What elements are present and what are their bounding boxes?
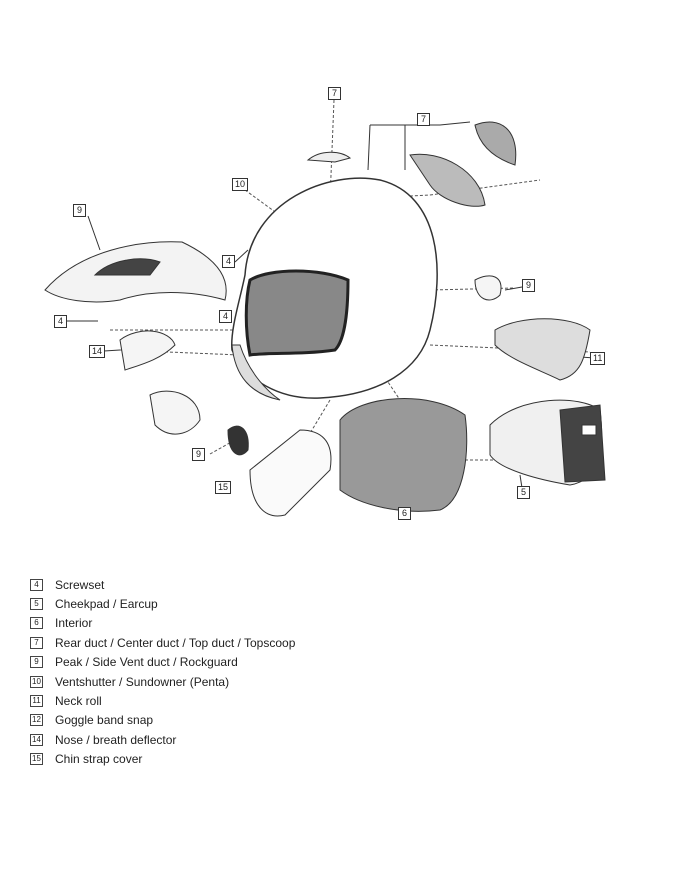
legend-label: Chin strap cover [55, 752, 143, 767]
chin-strap-cover [249, 429, 332, 517]
legend-label: Peak / Side Vent duct / Rockguard [55, 655, 238, 670]
callout-5: 5 [517, 486, 530, 499]
callout-4-center: 4 [219, 310, 232, 323]
rear-duct [409, 153, 486, 207]
legend-label: Goggle band snap [55, 713, 154, 728]
callout-6: 6 [398, 507, 411, 520]
callout-11: 11 [590, 352, 606, 365]
legend-number: 4 [30, 578, 43, 591]
callout-9-side-vent: 9 [522, 279, 535, 292]
callout-15: 15 [215, 481, 232, 494]
callout-4-upper: 4 [222, 255, 235, 268]
legend-item: 5 Cheekpad / Earcup [30, 594, 295, 613]
nose-deflector [119, 330, 176, 371]
legend-number: 10 [30, 675, 43, 688]
legend-label: Nose / breath deflector [55, 732, 177, 747]
legend-number: 14 [30, 733, 43, 746]
callout-9-rockguard: 9 [192, 448, 205, 461]
legend-label: Ventshutter / Sundowner (Penta) [55, 674, 230, 689]
legend-label: Cheekpad / Earcup [55, 597, 158, 612]
rockguard [149, 390, 201, 435]
legend-number: 6 [30, 617, 43, 630]
side-vent [474, 275, 502, 301]
legend-label: Neck roll [55, 694, 102, 709]
top-scoop [306, 151, 352, 163]
chin-bar [231, 344, 281, 401]
neck-roll-duct [474, 121, 517, 166]
legend-item: 10 Ventshutter / Sundowner (Penta) [30, 672, 295, 691]
callout-10: 10 [232, 178, 249, 191]
helmet-exploded-diagram [44, 99, 606, 517]
legend-label: Interior [55, 616, 93, 631]
earcup-slot [581, 424, 597, 436]
callout-14: 14 [89, 345, 106, 358]
legend-item: 14 Nose / breath deflector [30, 730, 295, 749]
legend-number: 11 [30, 695, 43, 708]
legend-number: 12 [30, 714, 43, 727]
callout-9-peak: 9 [73, 204, 86, 217]
legend-item: 7 Rear duct / Center duct / Top duct / To… [30, 633, 295, 652]
legend-label: Rear duct / Center duct / Top duct / Top… [55, 635, 296, 650]
interior [339, 398, 468, 512]
callout-4-left: 4 [54, 315, 67, 328]
goggle-snap [227, 425, 249, 456]
legend-number: 7 [30, 636, 43, 649]
callout-7-ducts: 7 [417, 113, 430, 126]
parts-legend: 4 Screwset 5 Cheekpad / Earcup 6 Interior 7… [30, 575, 295, 769]
legend-item: 11 Neck roll [30, 691, 295, 710]
legend-item: 6 Interior [30, 614, 295, 633]
legend-label: Screwset [55, 577, 105, 592]
callout-7-topscoop: 7 [328, 87, 341, 100]
legend-item: 15 Chin strap cover [30, 750, 295, 769]
legend-item: 12 Goggle band snap [30, 711, 295, 730]
neck-roll [494, 318, 591, 381]
legend-number: 5 [30, 598, 43, 611]
helmet-eyeport [244, 269, 350, 357]
peak-vents [93, 258, 161, 276]
legend-number: 9 [30, 656, 43, 669]
legend-item: 9 Peak / Side Vent duct / Rockguard [30, 653, 295, 672]
earcup [559, 404, 606, 483]
legend-number: 15 [30, 753, 43, 766]
legend-item: 4 Screwset [30, 575, 295, 594]
